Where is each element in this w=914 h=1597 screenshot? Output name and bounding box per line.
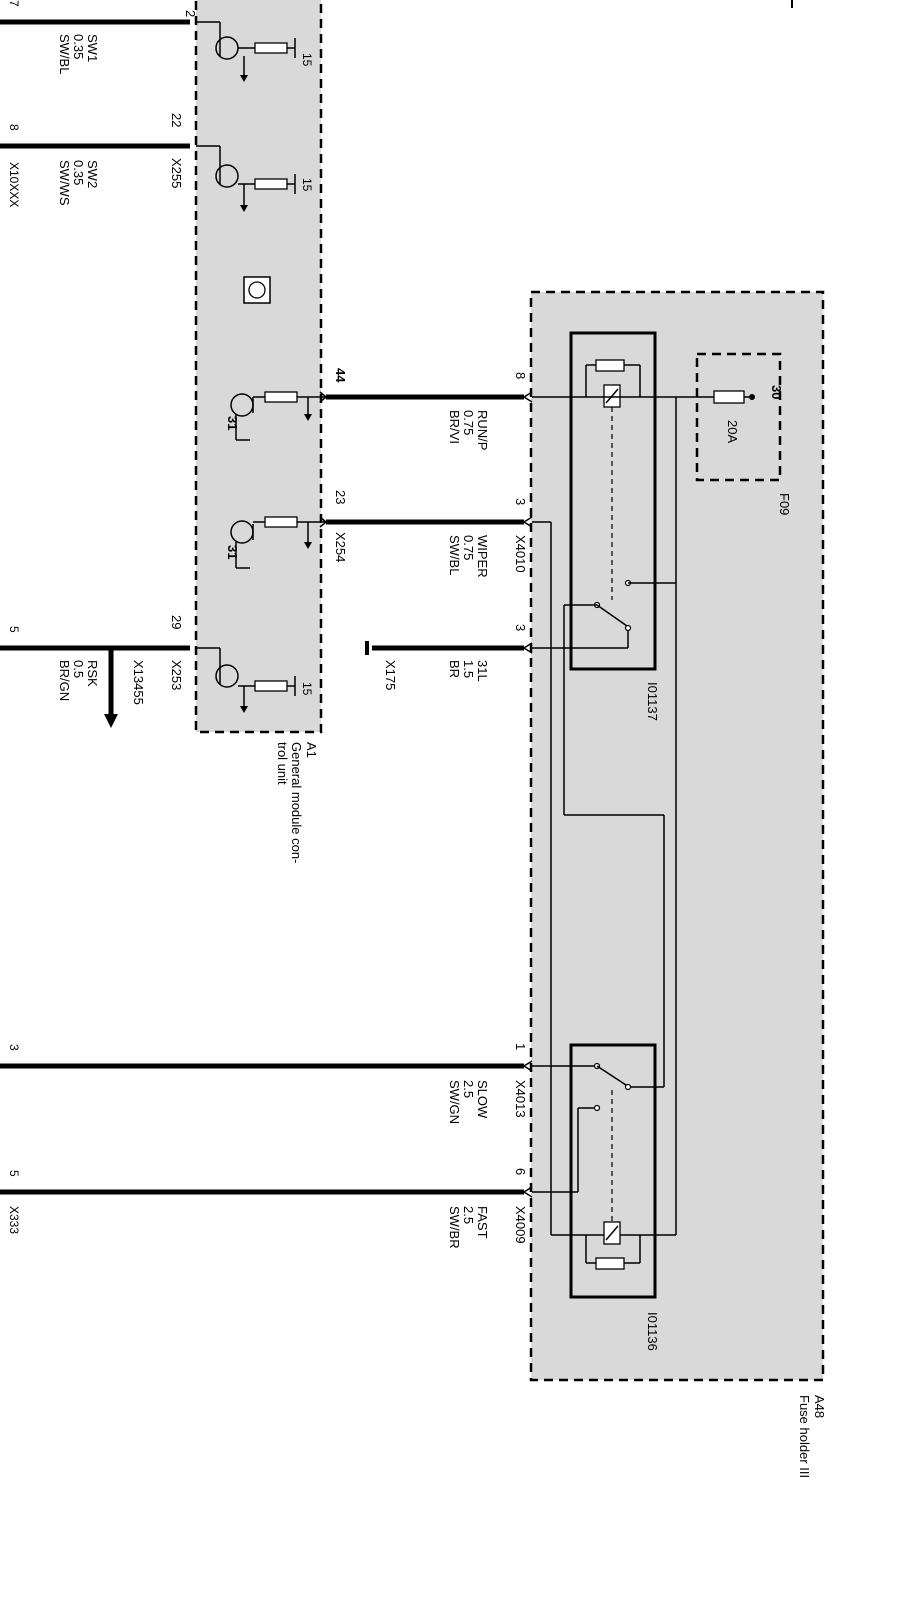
connector-x253-label: X253 (169, 660, 184, 690)
transistor-stage-sw1: 15 (196, 21, 314, 82)
fuse-f09-icon (713, 390, 755, 404)
transistor-stage-wiper: 31 (225, 516, 326, 569)
wire-wiper-name: WIPER (475, 535, 490, 578)
wire-slow-color: SW/GN (447, 1080, 462, 1124)
wire-sw2-gauge: 0.35 (71, 160, 86, 185)
wire-gnd-color: BR (447, 660, 462, 678)
fuse-holder-internal-wiring (532, 396, 714, 1236)
connector-forks (319, 391, 533, 1198)
edge-pin-8-label: 8 (7, 124, 21, 131)
relay-pin-3-label: 3 (513, 498, 528, 505)
wire-fast-color: SW/BR (447, 1206, 462, 1249)
wire-sw2-color: SW/WS (57, 160, 72, 206)
supply-15-label: 15 (300, 178, 314, 192)
pin-29-label: 29 (169, 615, 184, 629)
transistor-stage-sw2: 15 (196, 145, 314, 212)
connector-x4009-label: X4009 (513, 1206, 528, 1244)
wire-slow-gauge: 2.5 (461, 1080, 476, 1098)
fuse-f09-id: F09 (777, 493, 792, 515)
wire-runp-gauge: 0.75 (461, 410, 476, 435)
relay-pin-3-label: 3 (513, 624, 528, 631)
connector-x333-label: X333 (7, 1206, 21, 1234)
relay-i01137-coil (585, 359, 641, 600)
fuse-rating-label: 20A (725, 420, 740, 443)
connector-x4013-label: X4013 (513, 1080, 528, 1118)
module-a1-name-line2: trol unit (275, 742, 290, 785)
edge-pin-3-label: 3 (7, 1044, 21, 1051)
wire-wiper-color: SW/BL (447, 535, 462, 575)
pin-44-label: 44 (333, 368, 348, 383)
wire-sw1-name: SW1 (85, 34, 100, 62)
module-a48-name: Fuse holder III (797, 1395, 812, 1478)
wire-wiper-gauge: 0.75 (461, 535, 476, 560)
relay-i01137 (569, 331, 657, 671)
relay-pin-6-label: 6 (513, 1168, 528, 1175)
transistor-stage-runp: 31 (225, 391, 326, 441)
wire-runp-name: RUN/P (475, 410, 490, 450)
wire-rsk-color: BR/GN (57, 660, 72, 701)
connector-x175-label: X175 (383, 660, 398, 690)
edge-pin-5-label: 5 (7, 626, 21, 633)
relay-pin-1-label: 1 (513, 1043, 528, 1050)
wire-gnd-name: 31L (475, 660, 490, 682)
wire-gnd-gauge: 1.5 (461, 660, 476, 678)
relay-i01136 (569, 1043, 657, 1299)
supply-15-label: 15 (300, 682, 314, 696)
wire-rsk-gauge: 0.5 (71, 660, 86, 678)
pin-23-label: 23 (333, 490, 348, 504)
module-symbol-icon (243, 276, 271, 304)
module-a1-name-line1: General module con- (289, 742, 304, 863)
connector-x13455-label: X13455 (131, 660, 146, 705)
fuse-terminal-30-label: 30 (769, 385, 784, 399)
relay-i01137-switch (564, 579, 676, 632)
connector-x255-label: X255 (169, 158, 184, 188)
wire-runp-color: BR/VI (447, 410, 462, 444)
relay-pin-8-label: 8 (513, 372, 528, 379)
rsk-branch-arrow-icon (104, 714, 118, 728)
wire-fast-gauge: 2.5 (461, 1206, 476, 1224)
pin-22-label: 22 (169, 113, 184, 127)
transistor-stage-rsk: 15 (196, 647, 314, 713)
wire-sw2-name: SW2 (85, 160, 100, 188)
wire-slow-name: SLOW (475, 1080, 490, 1119)
wire-fast-name: FAST (475, 1206, 490, 1239)
fuse-holder-box (529, 290, 825, 1382)
edge-pin-7-label: 7 (7, 0, 21, 7)
connector-x4010-label: X4010 (513, 535, 528, 573)
edge-pin-5-label: 5 (7, 1170, 21, 1177)
pin-2-label: 2 (183, 10, 198, 17)
connector-x254-label: X254 (333, 532, 348, 562)
general-module-box (194, 0, 323, 734)
wire-sw1-gauge: 0.35 (71, 34, 86, 59)
relay-i01136-switch (593, 1062, 632, 1222)
wire-sw1-color: SW/BL (57, 34, 72, 74)
module-a48-id: A48 (812, 1395, 827, 1418)
ground-31-label: 31 (225, 416, 240, 430)
ground-31-label: 31 (225, 545, 240, 559)
module-a1-id: A1 (304, 742, 319, 758)
connector-x10xxx-label: X10XXX (7, 162, 21, 207)
relay-i01136-label: I01136 (645, 1312, 660, 1351)
supply-15-label: 15 (300, 53, 314, 67)
relay-i01136-coil (585, 1221, 641, 1270)
wire-rsk-name: RSK (85, 660, 100, 687)
relay-i01137-label: I01137 (645, 682, 660, 721)
